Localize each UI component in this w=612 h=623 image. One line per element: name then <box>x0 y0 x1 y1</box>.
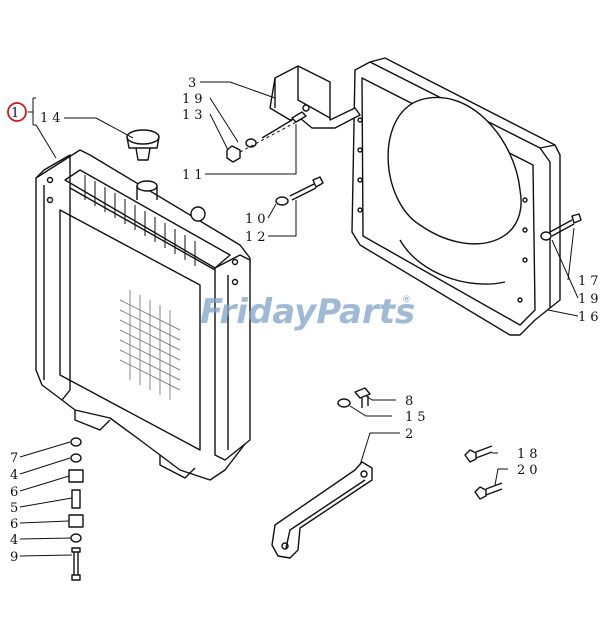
callout-14: 14 <box>40 111 65 126</box>
callout-11: 11 <box>182 168 207 183</box>
support-arm <box>271 461 373 559</box>
callout-20: 20 <box>517 463 542 478</box>
callout-19: 19 <box>182 92 207 107</box>
callout-2: 2 <box>405 427 417 442</box>
callout-6: 6 <box>10 485 22 500</box>
callout-1: 1 <box>11 106 23 121</box>
callout-10: 10 <box>245 212 270 227</box>
bolt-20 <box>474 482 503 500</box>
radiator-cap <box>126 129 160 161</box>
callout-19b: 19 <box>578 292 603 307</box>
callout-17: 17 <box>578 274 603 289</box>
bolt-18 <box>464 445 493 463</box>
callout-4: 4 <box>10 468 22 483</box>
callout-15: 15 <box>405 410 430 425</box>
bracket <box>269 65 361 129</box>
mount-stack <box>68 437 84 581</box>
watermark-part2: Parts <box>316 292 415 332</box>
callout-12: 12 <box>245 230 270 245</box>
watermark-part1: Friday <box>200 292 318 332</box>
callout-6b: 6 <box>10 517 22 532</box>
radiator <box>35 149 251 481</box>
fan-shroud <box>351 57 561 336</box>
bracket-fasteners <box>226 111 307 163</box>
callout-7: 7 <box>10 451 22 466</box>
bolt-8 <box>337 387 371 408</box>
callout-13: 13 <box>182 108 207 123</box>
callout-18: 18 <box>517 447 542 462</box>
radiator-mesh <box>119 290 181 400</box>
callout-labels: 1 14 3 19 13 11 10 12 17 19 16 8 15 2 18… <box>10 76 603 565</box>
radiator-fins <box>84 175 196 266</box>
svg-text:FridayParts: FridayParts <box>200 292 415 332</box>
callout-5: 5 <box>10 501 22 516</box>
callout-8: 8 <box>405 394 417 409</box>
callout-9: 9 <box>10 550 22 565</box>
callout-4b: 4 <box>10 533 22 548</box>
callout-3: 3 <box>188 76 200 91</box>
watermark-reg: ® <box>402 295 411 305</box>
leader-lines <box>19 81 579 557</box>
highlight-circle <box>7 102 27 122</box>
watermark-logo: FridayParts ® <box>200 292 415 332</box>
bolt-12 <box>275 176 324 206</box>
bolt-17 <box>540 213 582 241</box>
callout-16: 16 <box>578 310 603 325</box>
